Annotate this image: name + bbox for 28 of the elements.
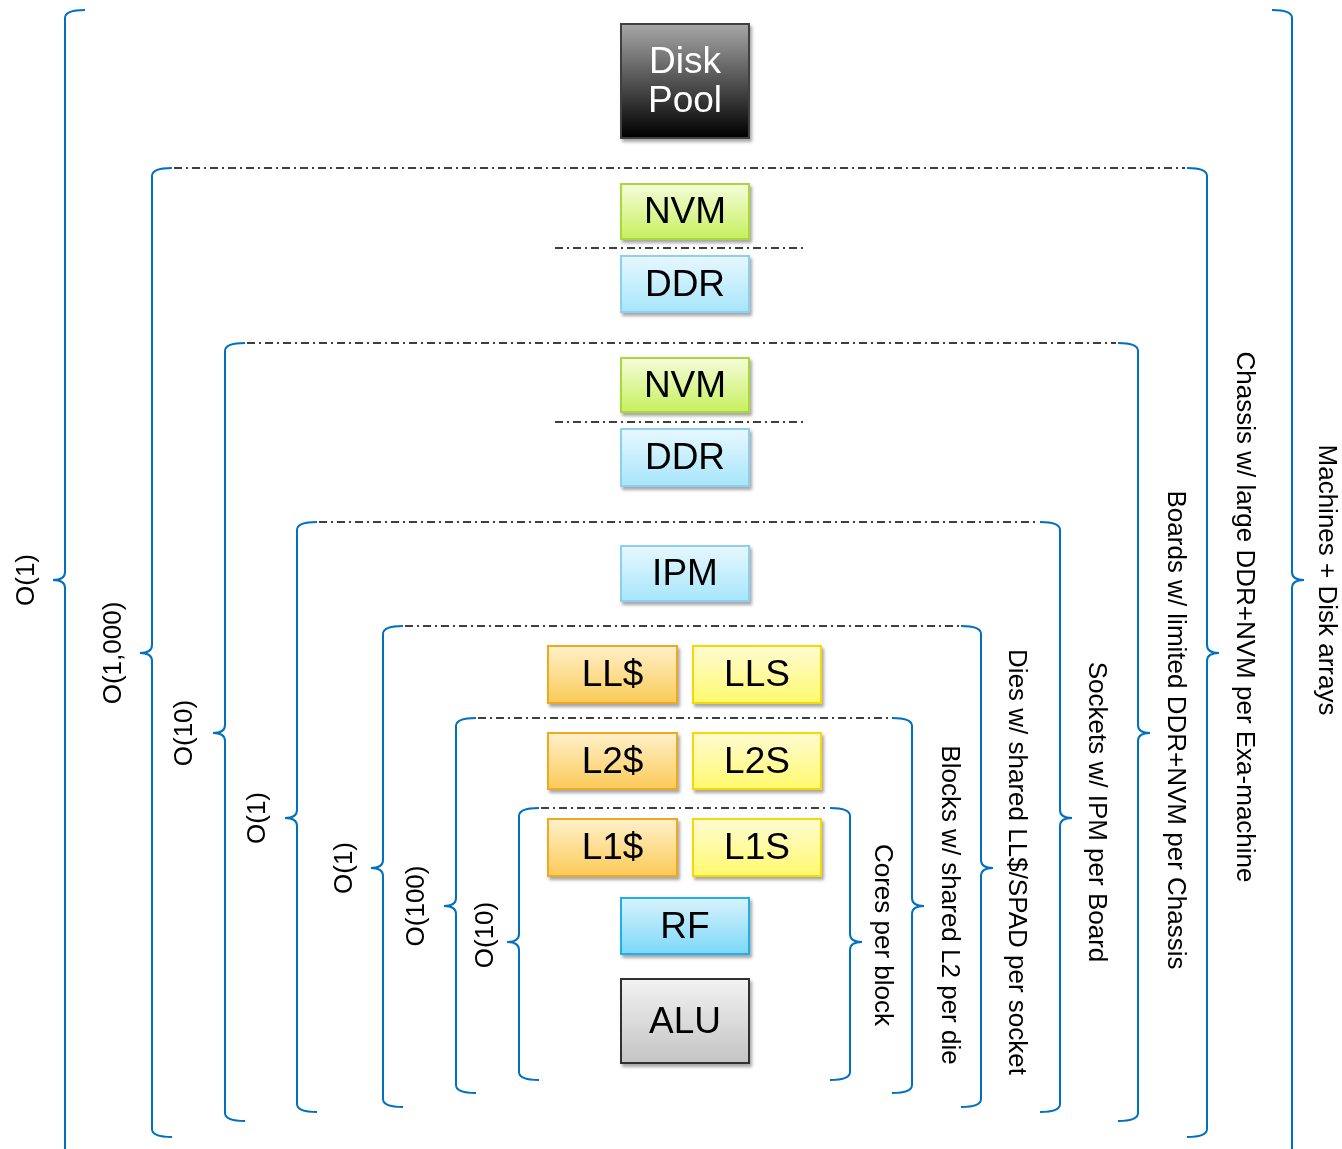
order-of-magnitude-label: O(100) [401,865,428,947]
order-of-magnitude-label: O(1,000) [98,601,125,705]
memory-box: L1$ [547,818,678,877]
memory-box: NVM [620,183,750,240]
order-of-magnitude-label: O(1) [12,554,38,606]
memory-box: LLS [692,645,822,704]
level-label: Sockets w/ IPM per Board [1084,661,1111,963]
level-label: Blocks w/ shared L2 per die [937,745,964,1065]
memory-box: DDR [620,428,750,487]
memory-box: NVM [620,357,750,413]
order-of-magnitude-label: O(10) [471,901,498,969]
level-label: Chassis w/ large DDR+NVM per Exa-machine [1232,351,1258,883]
memory-box: RF [620,897,750,955]
level-label: Cores per block [871,843,898,1027]
level-label: Boards w/ limited DDR+NVM per Chassis [1164,490,1190,970]
memory-box: Disk Pool [620,23,750,139]
memory-box: L2S [692,732,822,790]
order-of-magnitude-label: O(1) [330,842,356,894]
memory-box: DDR [620,255,750,313]
memory-box: L1S [692,818,822,877]
memory-box: LL$ [547,645,678,704]
level-label: Dies w/ shared LL$/SPAD per socket [1004,649,1031,1075]
memory-box: L2$ [547,732,678,790]
memory-box: ALU [620,978,750,1064]
memory-box: IPM [620,545,750,602]
order-of-magnitude-label: O(1) [243,792,269,844]
level-label: Machines + Disk arrays [1314,444,1341,716]
order-of-magnitude-label: O(10) [170,699,197,767]
